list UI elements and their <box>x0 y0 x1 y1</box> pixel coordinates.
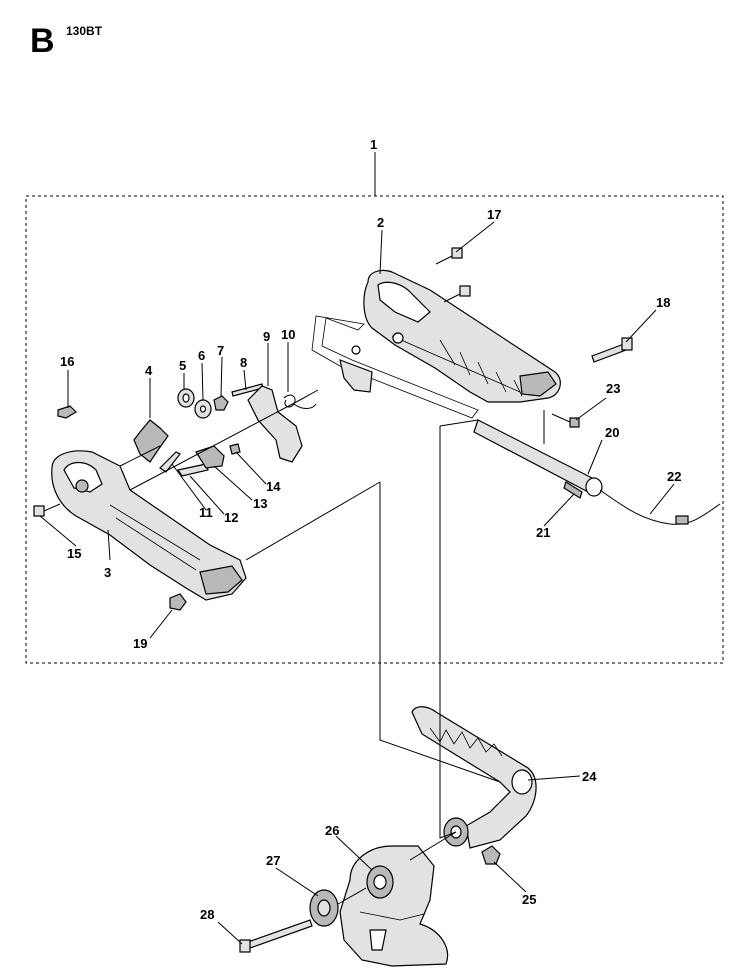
callout-26: 26 <box>325 823 339 838</box>
callout-5: 5 <box>179 358 186 373</box>
callout-6: 6 <box>198 348 205 363</box>
part-3-handle[interactable] <box>51 450 247 601</box>
callout-23: 23 <box>606 381 620 396</box>
callout-11: 11 <box>199 505 213 520</box>
bracket-frame <box>311 315 479 419</box>
leader-lines <box>39 152 675 945</box>
part-11-lever[interactable] <box>159 451 181 473</box>
part-19-nut[interactable] <box>169 593 187 611</box>
callout-labels: 1 2 3 4 5 6 7 8 9 10 11 12 13 14 15 16 1… <box>60 137 681 922</box>
part-17-screws[interactable] <box>435 247 471 303</box>
callout-10: 10 <box>281 327 295 342</box>
part-20-cable-sleeve[interactable] <box>473 419 603 497</box>
part-26-clamp[interactable] <box>339 845 449 967</box>
callout-4: 4 <box>145 363 153 378</box>
callout-14: 14 <box>266 479 281 494</box>
callout-15: 15 <box>67 546 81 561</box>
callout-19: 19 <box>133 636 147 651</box>
callout-2: 2 <box>377 215 384 230</box>
callout-25: 25 <box>522 892 536 907</box>
model-label: 130BT <box>66 24 103 38</box>
part-6-washer[interactable] <box>194 399 212 419</box>
callout-7: 7 <box>217 343 224 358</box>
section-letter: B <box>30 22 55 60</box>
callout-8: 8 <box>240 355 247 370</box>
part-28-bolt[interactable] <box>239 919 313 953</box>
part-2-housing[interactable] <box>363 269 561 403</box>
part-24-front-handle[interactable] <box>411 706 537 849</box>
part-7-nut[interactable] <box>213 395 229 411</box>
callout-20: 20 <box>605 425 619 440</box>
part-27-knob[interactable] <box>309 889 339 927</box>
callout-13: 13 <box>253 496 267 511</box>
part-18-bolt[interactable] <box>591 337 633 363</box>
assembly-lines <box>119 389 545 905</box>
callout-18: 18 <box>656 295 670 310</box>
part-15-screw[interactable] <box>33 503 61 517</box>
part-16-nut[interactable] <box>57 405 77 419</box>
callout-24: 24 <box>582 769 597 784</box>
part-4-knob[interactable] <box>133 419 169 463</box>
part-22-throttle-cable[interactable] <box>599 489 721 525</box>
callout-17: 17 <box>487 207 501 222</box>
callout-16: 16 <box>60 354 74 369</box>
part-23-screw[interactable] <box>551 413 580 428</box>
part-5-bearing[interactable] <box>177 388 195 408</box>
part-12-lever[interactable] <box>177 463 209 477</box>
callout-27: 27 <box>266 853 280 868</box>
callout-22: 22 <box>667 469 681 484</box>
part-14-screw[interactable] <box>229 443 241 455</box>
part-25-nut[interactable] <box>481 845 501 865</box>
callout-12: 12 <box>224 510 238 525</box>
callout-28: 28 <box>200 907 214 922</box>
callout-1: 1 <box>370 137 377 152</box>
part-21-connector[interactable] <box>563 481 583 499</box>
callout-9: 9 <box>263 329 270 344</box>
callout-3: 3 <box>104 565 111 580</box>
part-9-trigger[interactable] <box>247 385 303 463</box>
part-10-spring[interactable] <box>283 394 317 409</box>
callout-21: 21 <box>536 525 550 540</box>
